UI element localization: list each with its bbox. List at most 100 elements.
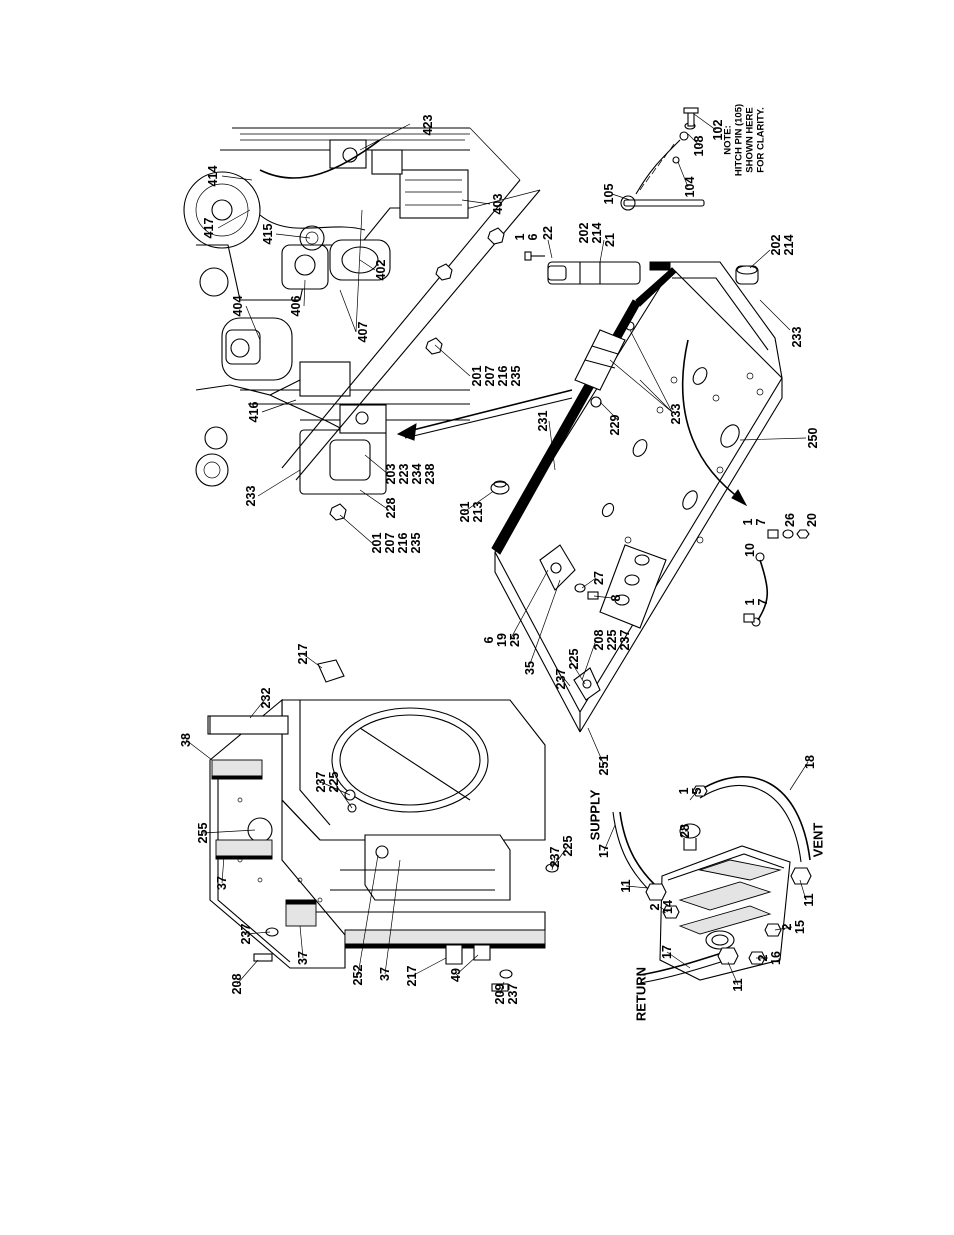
callout-l217a: 217 — [296, 644, 310, 665]
hose-words: SUPPLY VENT RETURN — [588, 789, 826, 1021]
callout-l26: 26 — [783, 513, 797, 527]
callout-l102: 102 — [711, 120, 725, 141]
callout-l229: 229 — [608, 415, 622, 436]
callout-l223: 223 — [397, 464, 411, 485]
callout-l15: 15 — [793, 920, 807, 934]
callout-l234: 234 — [410, 464, 424, 485]
callout-l207b: 207 — [383, 533, 397, 554]
callout-l416: 416 — [247, 402, 261, 423]
callout-l37c: 37 — [378, 967, 392, 981]
callout-l21: 21 — [603, 233, 617, 247]
callout-l17a: 17 — [597, 844, 611, 858]
callout-l250: 250 — [806, 428, 820, 449]
callout-l1b: 1 — [741, 518, 755, 525]
callout-l37b: 37 — [296, 951, 310, 965]
support-plate-view — [490, 239, 810, 766]
callout-l14: 14 — [661, 900, 675, 914]
callout-l7a: 7 — [754, 518, 768, 525]
callout-l108: 108 — [692, 136, 706, 157]
label-wsupply: SUPPLY — [588, 789, 603, 840]
callout-l38: 38 — [179, 733, 193, 747]
callout-l252: 252 — [351, 965, 365, 986]
callout-l414: 414 — [206, 166, 220, 187]
note-line-2: SHOWN HERE — [745, 107, 756, 172]
callout-l16: 16 — [769, 951, 783, 965]
callout-l237d: 237 — [239, 924, 253, 945]
callout-l423: 423 — [421, 115, 435, 136]
callout-l11a: 11 — [619, 879, 633, 892]
callout-l235b: 235 — [409, 533, 423, 554]
callout-l231: 231 — [536, 411, 550, 432]
callout-l49: 49 — [449, 968, 463, 982]
callout-l216a: 216 — [496, 366, 510, 387]
callout-l233a: 233 — [244, 486, 258, 507]
callout-l213: 213 — [471, 502, 485, 523]
note-line-1: HITCH PIN (105) — [734, 104, 745, 176]
callout-l11b: 11 — [731, 978, 745, 991]
hydraulic-tank-view — [603, 761, 812, 986]
callout-l6a: 6 — [526, 233, 540, 240]
callout-l404: 404 — [231, 296, 245, 317]
callout-l2c: 2 — [780, 923, 794, 930]
assembly-arrow — [396, 389, 573, 441]
note-line-0: NOTE: — [723, 125, 734, 155]
callout-l201b: 201 — [370, 533, 384, 554]
callout-l214a: 214 — [590, 223, 604, 244]
callout-l8: 8 — [609, 594, 623, 601]
callout-l235a: 235 — [509, 366, 523, 387]
callout-l202a: 202 — [577, 223, 591, 244]
callout-l406: 406 — [289, 296, 303, 317]
callout-l1d: 1 — [677, 787, 691, 794]
callout-l417: 417 — [202, 218, 216, 239]
callout-l19: 19 — [495, 633, 509, 647]
callout-l233b: 233 — [669, 404, 683, 425]
callout-l225a: 225 — [567, 649, 581, 670]
callout-l10: 10 — [743, 543, 757, 557]
callout-l238: 238 — [423, 464, 437, 485]
callout-l216b: 216 — [396, 533, 410, 554]
callout-l105: 105 — [602, 184, 616, 205]
callout-l225b: 225 — [605, 630, 619, 651]
callout-l237f: 237 — [548, 847, 562, 868]
label-wreturn: RETURN — [634, 967, 649, 1021]
callout-l1a: 1 — [513, 233, 527, 240]
callout-l22: 22 — [541, 226, 555, 240]
callout-l104: 104 — [683, 177, 697, 198]
note-line-3: FOR CLARITY. — [756, 107, 767, 172]
callout-l208b: 208 — [230, 974, 244, 995]
callout-l209: 209 — [493, 984, 507, 1005]
callout-l403: 403 — [491, 194, 505, 215]
callout-l208a: 208 — [592, 630, 606, 651]
callout-l207a: 207 — [483, 366, 497, 387]
callout-l203: 203 — [384, 464, 398, 485]
callout-l214b: 214 — [782, 235, 796, 256]
callout-l415: 415 — [261, 224, 275, 245]
callout-l201a: 201 — [470, 366, 484, 387]
callout-l20: 20 — [805, 513, 819, 527]
engine-compartment-view — [183, 123, 541, 544]
callout-l402: 402 — [374, 260, 388, 281]
callout-l6b: 6 — [482, 636, 496, 643]
callout-l232: 232 — [259, 688, 273, 709]
callout-l35: 35 — [523, 661, 537, 675]
callout-l225d: 225 — [561, 836, 575, 857]
callout-l37a: 37 — [215, 876, 229, 890]
callout-l225c: 225 — [327, 772, 341, 793]
callout-l201c: 201 — [458, 502, 472, 523]
callout-l25: 25 — [508, 633, 522, 647]
label-wvent: VENT — [811, 823, 826, 858]
callout-l11c: 11 — [802, 893, 816, 906]
callout-l237c: 237 — [314, 772, 328, 793]
radiator-shroud-view — [185, 653, 569, 995]
callout-l217b: 217 — [405, 966, 419, 987]
callout-l202b: 202 — [769, 235, 783, 256]
callout-l28: 28 — [678, 824, 692, 838]
callout-l228: 228 — [384, 498, 398, 519]
callout-l237e: 237 — [506, 984, 520, 1005]
callout-l237a: 237 — [554, 669, 568, 690]
callout-l2b: 2 — [756, 954, 770, 961]
callout-l18: 18 — [803, 755, 817, 769]
